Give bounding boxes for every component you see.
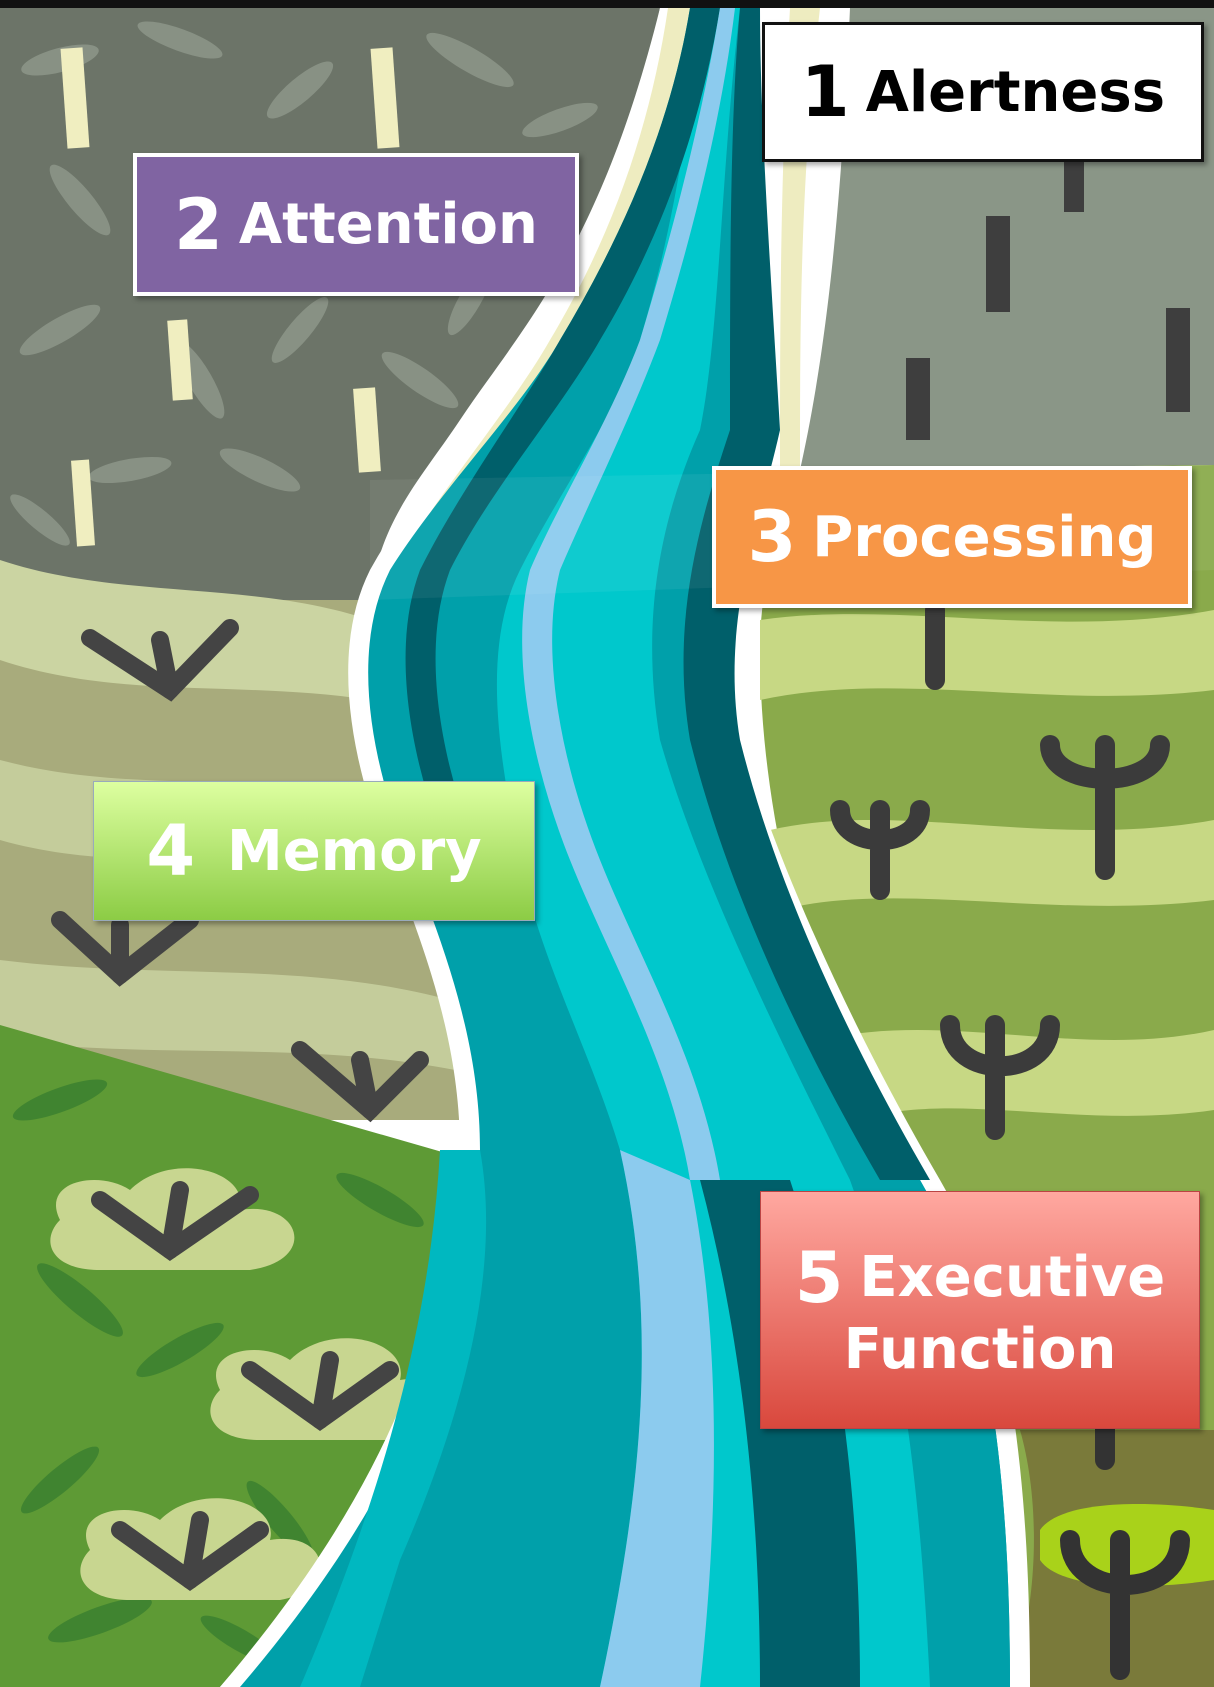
label-text: Memory: [227, 818, 482, 884]
label-text: Processing: [812, 504, 1157, 570]
label-number: 1: [800, 51, 850, 133]
label-text: Attention: [238, 192, 538, 257]
label-attention: 2 Attention: [133, 153, 579, 296]
label-text-line-2: Function: [843, 1317, 1117, 1383]
label-number: 2: [174, 183, 223, 266]
label-executive-function: 5 Executive Function: [760, 1191, 1200, 1429]
label-number: 3: [747, 496, 797, 578]
label-number: 5: [794, 1236, 844, 1319]
label-line-1: 5 Executive: [795, 1238, 1166, 1319]
label-alertness: 1 Alertness: [762, 22, 1204, 162]
label-text: Executive: [859, 1244, 1166, 1310]
label-processing: 3 Processing: [712, 466, 1192, 608]
label-text: Alertness: [865, 59, 1166, 125]
label-number: 4: [146, 810, 196, 892]
label-memory: 4 Memory: [93, 781, 535, 921]
